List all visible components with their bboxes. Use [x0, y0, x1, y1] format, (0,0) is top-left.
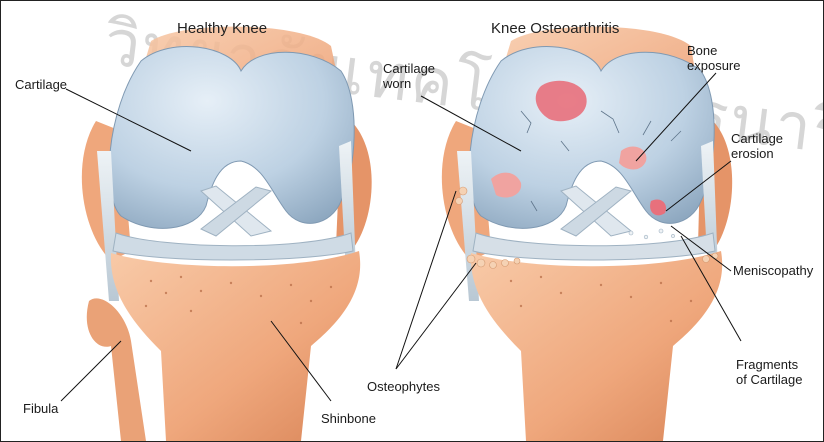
label-bone-exposure: Bone exposure	[687, 43, 740, 73]
label-cartilage-worn: Cartilage worn	[383, 61, 435, 91]
label-cartilage: Cartilage	[15, 77, 67, 92]
osteoarthritis-title: Knee Osteoarthritis	[491, 21, 619, 36]
label-fragments-of-cartilage: Fragments of Cartilage	[736, 357, 802, 387]
healthy-knee	[82, 27, 372, 441]
label-meniscopathy: Meniscopathy	[733, 263, 813, 278]
healthy-knee-title: Healthy Knee	[177, 21, 267, 36]
label-osteophytes: Osteophytes	[367, 379, 440, 394]
label-fibula: Fibula	[23, 401, 58, 416]
osteoarthritis-knee	[442, 27, 732, 441]
label-cartilage-erosion: Cartilage erosion	[731, 131, 783, 161]
label-shinbone: Shinbone	[321, 411, 376, 426]
